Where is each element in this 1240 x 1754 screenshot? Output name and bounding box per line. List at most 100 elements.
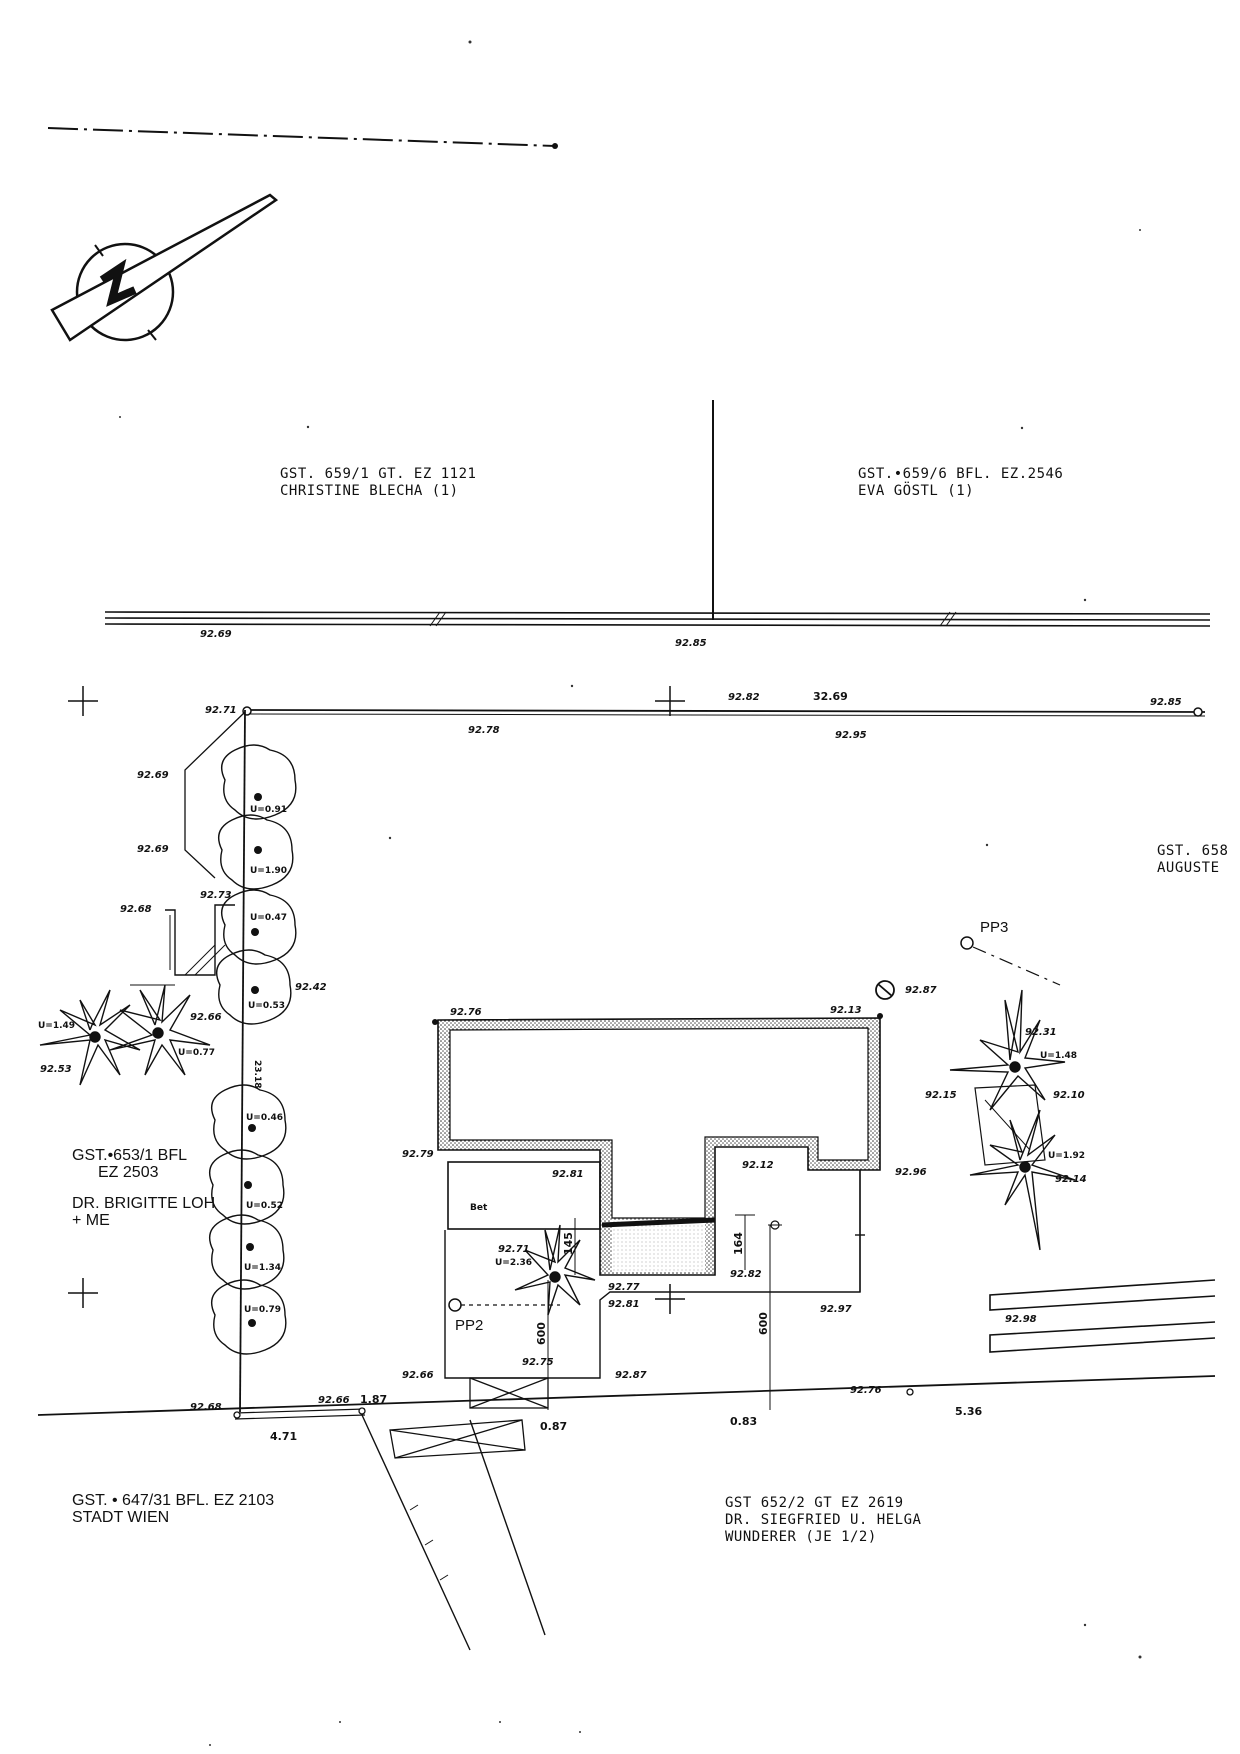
dimension-label: 1.87 xyxy=(360,1393,387,1406)
boundary-point xyxy=(877,1013,883,1019)
elevation-label: 92.71 xyxy=(498,1244,530,1255)
parcel-west-line1: GST.•653/1 BFL xyxy=(72,1147,187,1164)
driveway-line xyxy=(469,1419,546,1636)
elevation-label: 92.42 xyxy=(295,982,327,993)
parcel-south-right-line3: WUNDERER (JE 1/2) xyxy=(725,1529,877,1545)
elevation-label: 92.12 xyxy=(742,1160,774,1171)
tree-label: U=1.92 xyxy=(1048,1151,1085,1161)
parking-strips xyxy=(989,1279,1216,1353)
elevation-label: 92.87 xyxy=(615,1370,647,1381)
elevation-label: 92.66 xyxy=(190,1012,222,1023)
parcel-south-right-line2: DR. SIEGFRIED U. HELGA xyxy=(725,1512,922,1528)
survey-marker-icon xyxy=(875,980,895,1000)
survey-cross-icon xyxy=(68,686,98,716)
elevation-label: 92.82 xyxy=(728,692,760,703)
house-interior xyxy=(449,1027,869,1219)
elevation-label: 92.87 xyxy=(905,985,937,996)
star-tree-icon xyxy=(949,989,1066,1111)
driveway-line xyxy=(361,1414,471,1651)
dimension-label: 600 xyxy=(535,1322,548,1345)
tree-label: U=1.34 xyxy=(244,1263,281,1273)
elevation-label: 92.96 xyxy=(895,1167,927,1178)
boundary-west xyxy=(239,709,246,1413)
gate-box xyxy=(389,1419,526,1459)
elevation-label: 92.82 xyxy=(730,1269,762,1280)
elevation-label: 92.53 xyxy=(40,1064,72,1075)
tree-label: U=0.79 xyxy=(244,1305,281,1315)
star-tree-icon xyxy=(514,1224,596,1316)
axis-line-top xyxy=(47,127,556,147)
elevation-label: 92.66 xyxy=(318,1395,350,1406)
boundary-point xyxy=(358,1407,366,1415)
hedge-outline xyxy=(184,711,246,879)
tree-icon xyxy=(221,744,297,820)
elevation-label: 92.98 xyxy=(1005,1314,1037,1325)
elevation-label: 92.78 xyxy=(468,725,500,736)
tree-icon xyxy=(209,1149,285,1225)
parcel-north-right-line2: EVA GÖSTL (1) xyxy=(858,481,974,499)
parcel-west-line2: EZ 2503 xyxy=(98,1164,159,1181)
dimension-label: 164 xyxy=(732,1232,745,1255)
survey-cross-icon xyxy=(68,1278,98,1308)
room-label-bed: Bet xyxy=(470,1203,488,1213)
boundary-north-road xyxy=(104,611,1211,627)
elevation-label: 92.73 xyxy=(200,890,232,901)
parcel-south-left-line2: STADT WIEN xyxy=(72,1509,169,1526)
elevation-label: 92.31 xyxy=(1025,1027,1057,1038)
elevation-label: 92.81 xyxy=(608,1299,640,1310)
elevation-label: 92.69 xyxy=(137,770,169,781)
elevation-label: 92.13 xyxy=(830,1005,862,1016)
dimension-label: 0.87 xyxy=(540,1420,567,1433)
elevation-label: 92.79 xyxy=(402,1149,434,1160)
dimension-label: 0.83 xyxy=(730,1415,757,1428)
tree-icon xyxy=(211,1279,287,1355)
planting-bed xyxy=(974,1084,1046,1166)
tree-label: U=1.48 xyxy=(1040,1051,1077,1061)
elevation-label: 92.66 xyxy=(402,1370,434,1381)
survey-point-pp2 xyxy=(448,1298,462,1312)
parcel-north-left-line1: GST. 659/1 GT. EZ 1121 xyxy=(280,466,476,482)
parcel-west-line4: + ME xyxy=(72,1212,110,1229)
tree-label: U=0.91 xyxy=(250,805,287,815)
dimension-label: 23.18 xyxy=(252,1060,262,1088)
elevation-label: 92.85 xyxy=(1150,697,1182,708)
tree-label: U=1.90 xyxy=(250,866,287,876)
parcel-east-line2: AUGUSTE xyxy=(1157,860,1220,876)
tree-label: U=0.47 xyxy=(250,913,287,923)
elevation-label: 92.97 xyxy=(820,1304,852,1315)
parcel-north-left-line2: CHRISTINE BLECHA (1) xyxy=(280,483,459,499)
boundary-south xyxy=(37,1375,1216,1416)
elevation-label: 92.85 xyxy=(675,638,707,649)
elevation-label: 92.10 xyxy=(1053,1090,1085,1101)
tree-icon xyxy=(211,1084,287,1160)
survey-cross-icon xyxy=(655,686,685,716)
elevation-label: 92.76 xyxy=(450,1007,482,1018)
parcel-south-right-line1: GST 652/2 GT EZ 2619 xyxy=(725,1495,904,1511)
elevation-label: 92.71 xyxy=(205,705,237,716)
star-tree-icon xyxy=(969,1109,1076,1251)
elevation-label: 92.81 xyxy=(552,1169,584,1180)
dimension-label: 4.71 xyxy=(270,1430,297,1443)
tree-label: U=1.49 xyxy=(38,1021,75,1031)
elevation-label: 92.14 xyxy=(1055,1174,1087,1185)
tree-icon xyxy=(218,814,294,890)
parcel-south-left-line1: GST. • 647/31 BFL. EZ 2103 xyxy=(72,1492,274,1509)
elevation-label: 92.75 xyxy=(522,1357,554,1368)
tree-label: U=0.52 xyxy=(246,1201,283,1211)
annex-room xyxy=(447,1161,601,1230)
dimension-label: 32.69 xyxy=(813,690,848,703)
tree-label: U=0.77 xyxy=(178,1048,215,1058)
elevation-label: 92.77 xyxy=(608,1282,640,1293)
elevation-label: 92.68 xyxy=(120,904,152,915)
axis-line-end xyxy=(552,143,558,149)
terrace-area xyxy=(612,1220,705,1272)
parcel-east-line1: GST. 658 xyxy=(1157,843,1228,859)
survey-point-pp3 xyxy=(960,936,974,950)
tree-icon xyxy=(209,1214,285,1290)
boundary-point xyxy=(906,1388,914,1396)
survey-point-pp3-label: PP3 xyxy=(980,919,1008,936)
dimension-label: 600 xyxy=(757,1312,770,1335)
tree-label: U=2.36 xyxy=(495,1258,532,1268)
elevation-label: 92.69 xyxy=(137,844,169,855)
